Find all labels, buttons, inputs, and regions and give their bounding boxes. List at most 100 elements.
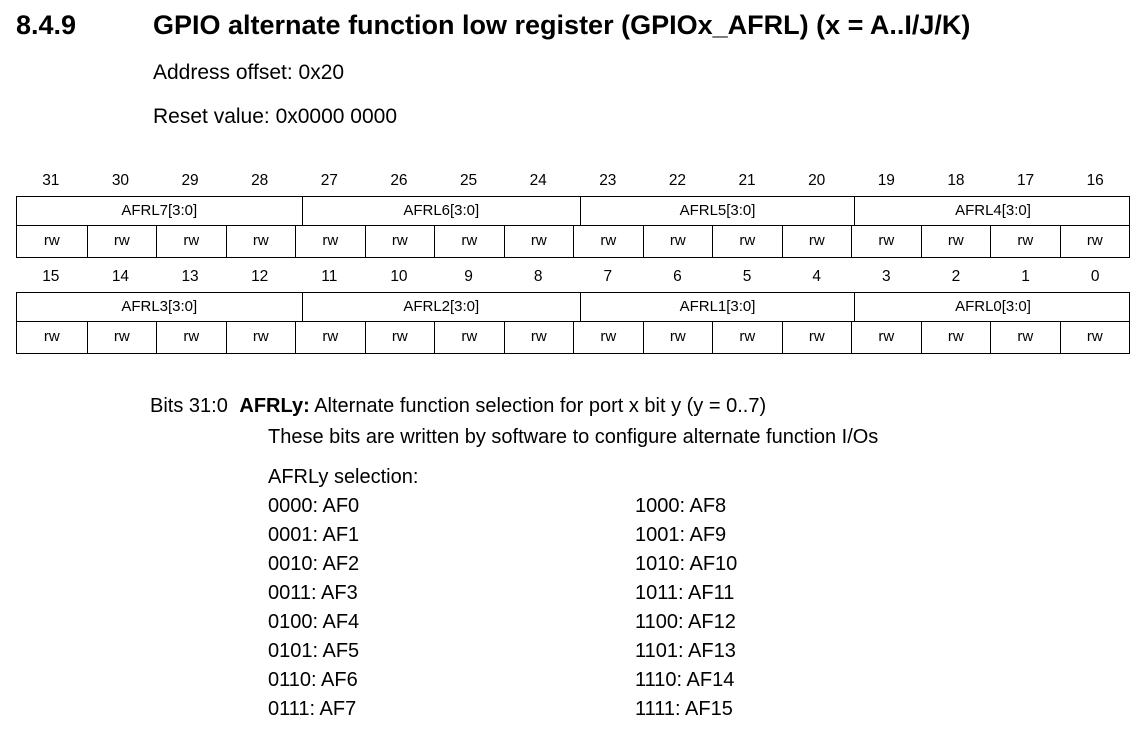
access-type: rw bbox=[1059, 322, 1130, 353]
access-type: rw bbox=[990, 322, 1060, 353]
bit-number: 20 bbox=[808, 172, 826, 189]
bit-number: 1 bbox=[1021, 268, 1030, 285]
selection-item: 0001: AF1 bbox=[268, 524, 360, 546]
bit-number: 11 bbox=[321, 268, 338, 285]
bit-number: 5 bbox=[742, 268, 752, 285]
access-type: rw bbox=[990, 226, 1060, 257]
selection-item: 1110: AF14 bbox=[635, 669, 735, 691]
bit-number: 2 bbox=[951, 268, 961, 285]
fields-high: AFRL7[3:0] AFRL6[3:0] AFRL5[3:0] AFRL4[3… bbox=[16, 196, 1130, 226]
bit-number: 22 bbox=[668, 172, 687, 189]
selection-item: 1010: AF10 bbox=[635, 553, 738, 575]
access-type: rw bbox=[295, 226, 365, 257]
reset-value: Reset value: 0x0000 0000 bbox=[153, 105, 398, 128]
field-afrl7: AFRL7[3:0] bbox=[121, 202, 198, 219]
bit-number: 19 bbox=[877, 172, 895, 189]
selection-item: 0010: AF2 bbox=[268, 553, 360, 575]
field-afrl4: AFRL4[3:0] bbox=[854, 197, 1131, 225]
selection-item: 1011: AF11 bbox=[635, 582, 735, 604]
selection-item: 0011: AF3 bbox=[268, 582, 358, 604]
selection-item: 0110: AF6 bbox=[268, 669, 358, 691]
selection-item: 1111: AF15 bbox=[635, 698, 733, 720]
access-type: rw bbox=[573, 226, 643, 257]
selection-list-right: 1000: AF8 1001: AF9 1010: AF10 1011: AF11 11… bbox=[635, 492, 737, 724]
address-offset: Address offset: 0x20 bbox=[153, 61, 345, 84]
access-type: rw bbox=[712, 226, 782, 257]
bit-number: 17 bbox=[1016, 172, 1035, 189]
access-type: rw bbox=[851, 322, 921, 353]
bit-number: 12 bbox=[251, 268, 269, 285]
bit-number: 24 bbox=[529, 172, 547, 189]
access-type: rw bbox=[1059, 226, 1130, 257]
access-type: rw bbox=[43, 328, 60, 345]
bit-number: 14 bbox=[111, 268, 130, 285]
field-name: AFRLy: bbox=[239, 395, 310, 417]
access-type: rw bbox=[503, 322, 574, 353]
access-type: rw bbox=[434, 226, 504, 257]
bits-description: Bits 31:0 AFRLy: Alternate function sele… bbox=[150, 392, 766, 421]
access-type: rw bbox=[364, 226, 435, 257]
bit-number: 4 bbox=[812, 268, 821, 285]
bit-number: 29 bbox=[181, 172, 199, 189]
access-type: rw bbox=[86, 226, 157, 257]
access-type: rw bbox=[851, 226, 921, 257]
selection-item: 1100: AF12 bbox=[635, 611, 736, 633]
selection-item: 0101: AF5 bbox=[268, 640, 360, 662]
field-afrl0: AFRL0[3:0] bbox=[854, 293, 1131, 321]
access-type: rw bbox=[920, 322, 991, 353]
section-number: 8.4.9 bbox=[16, 10, 77, 40]
selection-item: 1000: AF8 bbox=[635, 495, 727, 517]
bit-number: 21 bbox=[738, 172, 756, 189]
access-type: rw bbox=[364, 322, 435, 353]
access-type: rw bbox=[295, 322, 365, 353]
bit-number: 8 bbox=[533, 268, 543, 285]
selection-item: 0111: AF7 bbox=[268, 698, 357, 720]
selection-heading: AFRLy selection: bbox=[268, 466, 419, 488]
access-type: rw bbox=[225, 322, 296, 353]
fields-low: AFRL3[3:0] AFRL2[3:0] AFRL1[3:0] AFRL0[3… bbox=[16, 292, 1130, 322]
field-summary: Alternate function selection for port x … bbox=[314, 395, 767, 417]
section-title: GPIO alternate function low register (GP… bbox=[153, 10, 971, 40]
access-type: rw bbox=[156, 322, 226, 353]
field-afrl5: AFRL5[3:0] bbox=[580, 197, 854, 225]
bit-number: 16 bbox=[1086, 172, 1104, 189]
bit-number: 25 bbox=[459, 172, 478, 189]
field-detail: These bits are written by software to co… bbox=[268, 426, 879, 448]
bit-number: 27 bbox=[320, 172, 338, 189]
access-type: rw bbox=[781, 322, 852, 353]
selection-item: 0000: AF0 bbox=[268, 495, 360, 517]
selection-item: 1101: AF13 bbox=[635, 640, 736, 662]
bit-number: 10 bbox=[390, 268, 408, 285]
bit-number: 26 bbox=[390, 172, 408, 189]
bit-number: 18 bbox=[947, 172, 965, 189]
access-type: rw bbox=[781, 226, 852, 257]
bit-number: 15 bbox=[42, 268, 60, 285]
access-type: rw bbox=[156, 226, 226, 257]
access-type: rw bbox=[43, 232, 60, 249]
access-type: rw bbox=[712, 322, 782, 353]
bits-label: Bits 31:0 bbox=[150, 395, 228, 417]
access-type: rw bbox=[434, 322, 504, 353]
access-type: rw bbox=[225, 226, 296, 257]
access-type: rw bbox=[642, 322, 713, 353]
bit-number: 0 bbox=[1090, 268, 1100, 285]
bit-number: 3 bbox=[882, 268, 891, 285]
bit-number: 6 bbox=[673, 268, 682, 285]
field-afrl6: AFRL6[3:0] bbox=[301, 197, 581, 225]
bit-number: 7 bbox=[603, 268, 613, 285]
access-type: rw bbox=[642, 226, 713, 257]
bit-number: 30 bbox=[111, 172, 130, 189]
field-afrl1: AFRL1[3:0] bbox=[580, 293, 854, 321]
access-type: rw bbox=[573, 322, 643, 353]
bit-number: 13 bbox=[181, 268, 199, 285]
field-afrl3: AFRL3[3:0] bbox=[121, 298, 198, 315]
access-type: rw bbox=[920, 226, 991, 257]
access-type: rw bbox=[503, 226, 574, 257]
selection-item: 1001: AF9 bbox=[635, 524, 727, 546]
